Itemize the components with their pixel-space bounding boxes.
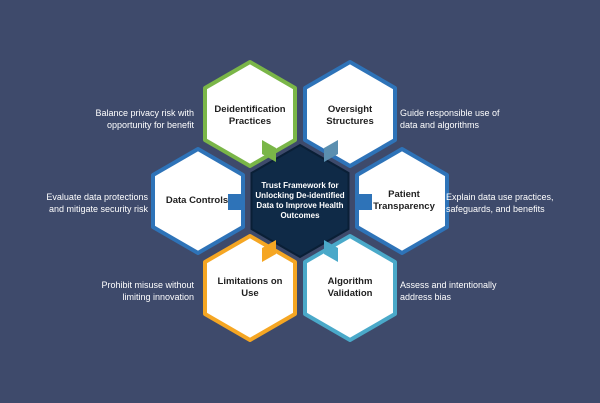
hex-label-algorithm-validation: Algorithm Validation xyxy=(327,276,373,299)
hexagon-algorithm-validation xyxy=(303,234,397,342)
hex-label-data-controls: Data Controls xyxy=(165,195,229,207)
description-deidentification: Balance privacy risk with opportunity fo… xyxy=(95,108,194,130)
hexagon-limitations xyxy=(203,234,297,342)
hexagon-layer xyxy=(151,60,449,342)
connector-patient-transparency xyxy=(356,194,372,210)
hex-label-oversight: Oversight Structures xyxy=(326,104,374,127)
center-title: Trust Framework for Unlocking De-identif… xyxy=(255,181,345,220)
connector-data-controls xyxy=(228,194,244,210)
hexagon-data-controls xyxy=(151,147,245,255)
description-data-controls: Evaluate data protections and mitigate s… xyxy=(46,192,148,214)
description-limitations: Prohibit misuse without limiting innovat… xyxy=(101,280,194,302)
description-oversight: Guide responsible use of data and algori… xyxy=(400,108,500,130)
hex-label-patient-transparency: Patient Transparency xyxy=(373,189,435,212)
connector-limitations xyxy=(262,240,276,262)
hexagon-center xyxy=(250,143,350,259)
description-patient-transparency: Explain data use practices, safeguards, … xyxy=(446,192,554,214)
hexagon-patient-transparency xyxy=(355,147,449,255)
description-algorithm-validation: Assess and intentionally address bias xyxy=(400,280,497,302)
connector-oversight xyxy=(324,140,338,162)
hex-label-limitations: Limitations on Use xyxy=(217,276,283,299)
hexagon-deidentification xyxy=(203,60,297,168)
connector-algorithm-validation xyxy=(324,240,338,262)
hex-label-deidentification: Deidentification Practices xyxy=(214,104,286,127)
connector-deidentification xyxy=(262,140,276,162)
hexagon-oversight xyxy=(303,60,397,168)
